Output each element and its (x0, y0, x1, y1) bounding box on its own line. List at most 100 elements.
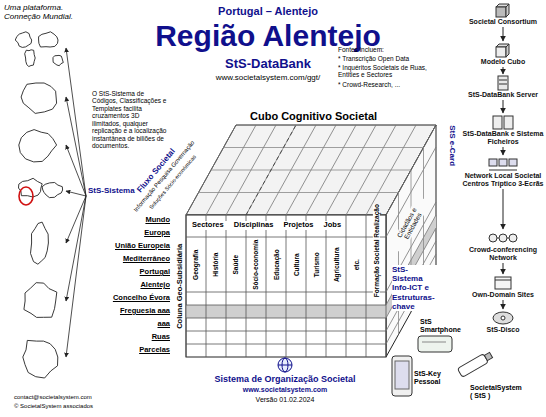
map-column (15, 32, 86, 378)
grid-line (366, 215, 367, 357)
network-icon (509, 234, 517, 242)
grid-line (224, 147, 424, 148)
grid-line (186, 215, 187, 357)
component-item: StS-Disco (462, 310, 544, 334)
label-text: etc. (352, 259, 359, 270)
component-label: StS-Disco (462, 326, 544, 334)
component-item: Own-Domain Sites (462, 275, 544, 299)
disk-icon (501, 316, 505, 320)
label-text: Alentejo (92, 281, 170, 290)
site-icon (495, 277, 511, 289)
component-icon (487, 310, 519, 326)
component-item: Societal Consortium (462, 2, 544, 26)
connector-arrow (503, 67, 504, 74)
grid-line (246, 215, 247, 357)
server-icon (498, 76, 508, 90)
label-text: Freguesia aaa (92, 307, 170, 316)
grid-line (306, 215, 307, 357)
label-text: Sistema de Organização Societal (205, 374, 365, 384)
label-text: Portugal (92, 268, 170, 277)
component-item: StS-DataBank Server (462, 75, 544, 99)
map-shape (24, 283, 57, 318)
leader-line (66, 191, 86, 196)
leader-line (66, 145, 86, 196)
grid-line (346, 215, 347, 357)
cabinet-icon (504, 116, 513, 129)
component-item: Network Local Societal Centros Tríptico … (462, 156, 544, 188)
label-text: StS-Sistema (88, 186, 135, 195)
cube-icon (506, 44, 509, 57)
connector-arrow (503, 189, 504, 229)
component-label: Network Local Societal Centros Tríptico … (462, 172, 544, 188)
label-text: Concelho Évora (92, 294, 170, 303)
map-shape (39, 32, 58, 47)
label-text: Educação (272, 249, 279, 280)
label-text: www.societalsystem.com/ggt/ (180, 73, 356, 82)
map-shape (15, 32, 31, 48)
smartphone-screen (395, 361, 409, 389)
label-text: Uma plataforma. Conneção Mundial. (4, 3, 78, 21)
leader-line (66, 196, 86, 357)
label-text: StS Smartphone (420, 318, 454, 334)
key-body (457, 354, 488, 378)
cube-drawing (186, 125, 436, 357)
grid-line (286, 215, 287, 357)
connector-arrow (503, 27, 504, 41)
monitor-icon (489, 159, 497, 166)
connector-arrow (503, 300, 504, 309)
component-item: Crowd-conferencing Network (462, 230, 544, 262)
component-label: Own-Domain Sites (462, 291, 544, 299)
label-text: Parcelas (92, 346, 170, 355)
grid-line (186, 344, 386, 345)
label-text: Versão 01.02.2024 (205, 396, 365, 404)
label-text: Portugal – Alentejo (180, 5, 356, 18)
grid-line (206, 215, 207, 357)
label-text: * Crowd-Research, ... (338, 81, 446, 88)
component-icon (487, 275, 519, 291)
monitor-icon (489, 170, 517, 171)
map-shape (42, 183, 63, 198)
ecard-icon (418, 336, 452, 352)
server-icon (499, 84, 507, 85)
label-text: Formação Societal Realização (372, 204, 379, 297)
label-text: União Europeia (92, 242, 170, 251)
label-text: StS-DataBank (180, 57, 356, 72)
map-shape (53, 55, 63, 65)
label-text: SocietalSystem ( StS ) (470, 384, 522, 400)
label-text: Turismo (312, 252, 319, 277)
leader-line (66, 97, 86, 196)
connector-arrow (503, 147, 504, 155)
key-icon (457, 351, 493, 378)
label-text: www.societalsystem.com (205, 386, 365, 394)
map-shape (19, 130, 57, 162)
grid-line (186, 237, 386, 238)
label-text: aaa (92, 320, 170, 329)
component-label: Crowd-conferencing Network (462, 246, 544, 262)
dashed-line (246, 125, 296, 215)
label-text: Agricultura (332, 247, 339, 282)
map-shape (25, 50, 36, 67)
cabinet-icon (493, 116, 502, 129)
label-text: * Transcrição Open Data (338, 55, 446, 62)
grid-line (186, 292, 386, 293)
site-icon (495, 280, 511, 281)
highlight-circle (19, 187, 33, 205)
component-item: StS-DataBank e Sistema Ficheiros (462, 114, 544, 146)
network-icon (489, 234, 497, 242)
label-text: O StS-Sistema de Códigos, Classificações… (92, 90, 168, 150)
connector-arrow (503, 263, 504, 274)
grid-line (186, 331, 386, 332)
cube-icon (496, 7, 506, 17)
grid-line (186, 318, 386, 319)
component-icon (487, 230, 519, 246)
component-icon (487, 156, 519, 172)
logo-equator (278, 365, 292, 366)
label-text: Sectores Disciplinas Projetos Jobs (192, 221, 341, 230)
map-shape (31, 222, 49, 264)
label-text: Sócio-economia (252, 239, 259, 289)
cube-icon (496, 47, 506, 57)
grid-line (226, 215, 227, 357)
label-text: História (212, 252, 219, 276)
label-text: Saúde (232, 254, 239, 274)
component-icon (487, 114, 519, 130)
